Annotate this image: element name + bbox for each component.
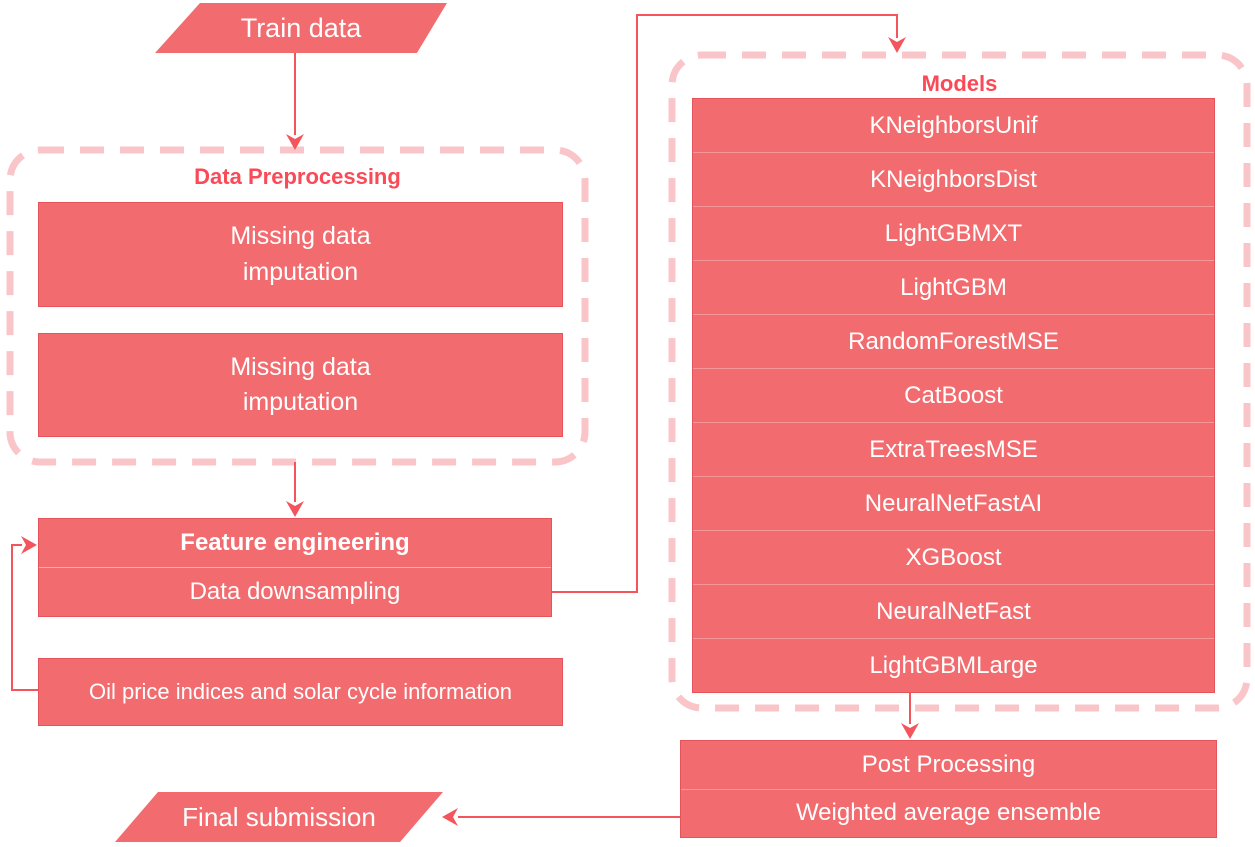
arrowhead-down-models <box>888 37 906 53</box>
preprocessing-group-border <box>6 146 589 466</box>
models-group-title: Models <box>921 71 998 96</box>
model-item: ExtraTreesMSE <box>693 422 1214 476</box>
models-group-border <box>668 51 1251 712</box>
data-downsampling-label: Data downsampling <box>39 567 551 616</box>
feature-engineering-label: Feature engineering <box>180 529 410 556</box>
model-item: LightGBMXT <box>693 206 1214 260</box>
connector-feature-to-models <box>552 14 898 593</box>
node-models-list: KNeighborsUnif KNeighborsDist LightGBMXT… <box>692 98 1215 693</box>
model-item: NeuralNetFastAI <box>693 476 1214 530</box>
model-item: NeuralNetFast <box>693 584 1214 638</box>
model-item: RandomForestMSE <box>693 314 1214 368</box>
connector-oil-to-feature <box>11 544 38 691</box>
arrowhead-down-feature <box>286 501 304 517</box>
model-item: LightGBMLarge <box>693 638 1214 692</box>
arrowhead-left-final <box>442 808 458 826</box>
preprocessing-group-title: Data Preprocessing <box>194 164 401 189</box>
weighted-average-ensemble-label: Weighted average ensemble <box>681 788 1216 838</box>
model-item: KNeighborsDist <box>693 152 1214 206</box>
node-post-processing: Post Processing Weighted average ensembl… <box>680 740 1217 838</box>
model-item: CatBoost <box>693 368 1214 422</box>
final-submission-label: Final submission <box>182 801 376 832</box>
node-train-data: Train data <box>155 3 447 53</box>
model-item: XGBoost <box>693 530 1214 584</box>
arrowhead-down-preprocessing <box>286 134 304 150</box>
node-feature-engineering: Feature engineering Data downsampling <box>38 518 552 617</box>
model-item: LightGBM <box>693 260 1214 314</box>
node-final-submission: Final submission <box>115 792 443 842</box>
arrowhead-down-post <box>901 723 919 739</box>
arrowhead-right-feature <box>21 536 37 554</box>
model-item: KNeighborsUnif <box>869 111 1038 139</box>
train-data-label: Train data <box>240 12 362 43</box>
post-processing-label: Post Processing <box>861 750 1036 778</box>
node-missing-data-imputation-2: Missing data imputation <box>38 333 563 437</box>
node-oil-price-solar-cycle: Oil price indices and solar cycle inform… <box>38 658 563 726</box>
node-missing-data-imputation-1: Missing data imputation <box>38 202 563 307</box>
